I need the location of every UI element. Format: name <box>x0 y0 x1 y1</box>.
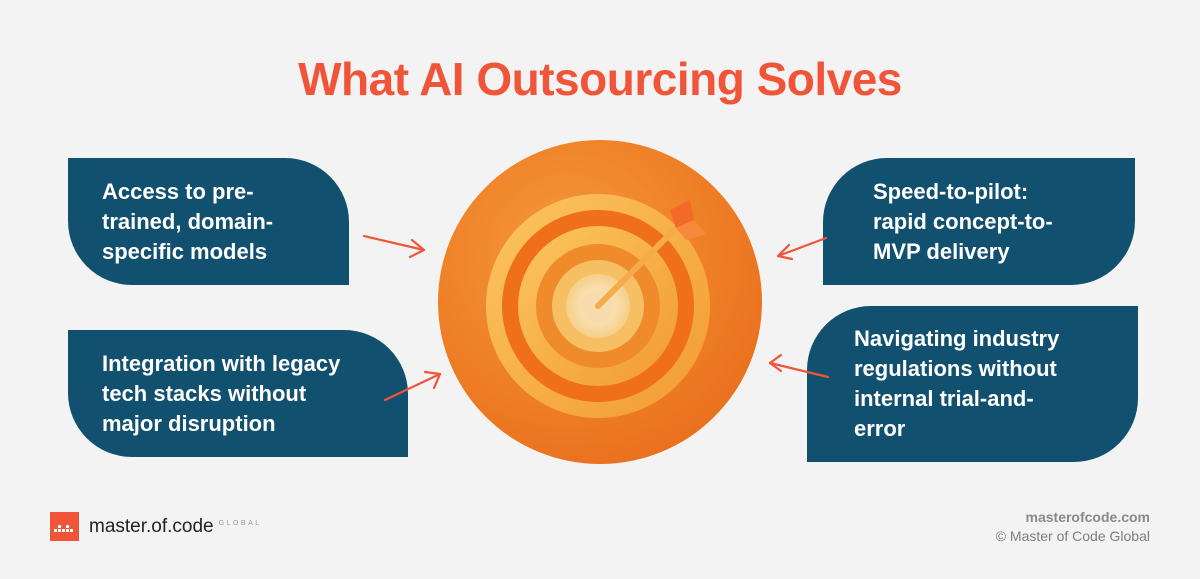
benefit-text: Navigating industry regulations without … <box>854 326 1060 441</box>
benefit-card-regulations: Navigating industry regulations without … <box>807 306 1138 462</box>
benefit-card-speed-to-pilot: Speed-to-pilot: rapid concept-to- MVP de… <box>823 158 1135 285</box>
arrow-icon <box>768 353 830 379</box>
brand-logo: master.of.code GLOBAL <box>50 512 262 541</box>
benefit-card-pretrained-models: Access to pre- trained, domain- specific… <box>68 158 349 285</box>
arrow-icon <box>362 234 426 259</box>
benefit-text: Speed-to-pilot: rapid concept-to- MVP de… <box>873 178 1053 264</box>
logo-icon <box>50 512 79 541</box>
target-icon <box>438 140 762 464</box>
arrow-icon <box>776 236 828 261</box>
logo-tagline: GLOBAL <box>218 520 262 527</box>
footer-site: masterofcode.com <box>1025 509 1150 525</box>
footer-credits: masterofcode.com © Master of Code Global <box>996 508 1150 546</box>
benefit-card-legacy-integration: Integration with legacy tech stacks with… <box>68 330 408 457</box>
benefit-text: Integration with legacy tech stacks with… <box>102 350 341 436</box>
benefit-text: Access to pre- trained, domain- specific… <box>102 178 274 264</box>
page-title: What AI Outsourcing Solves <box>298 53 902 105</box>
arrow-icon <box>383 370 442 402</box>
dart-icon <box>595 200 706 309</box>
logo-name: master.of.code <box>89 515 214 537</box>
footer-copyright: © Master of Code Global <box>995 528 1150 544</box>
